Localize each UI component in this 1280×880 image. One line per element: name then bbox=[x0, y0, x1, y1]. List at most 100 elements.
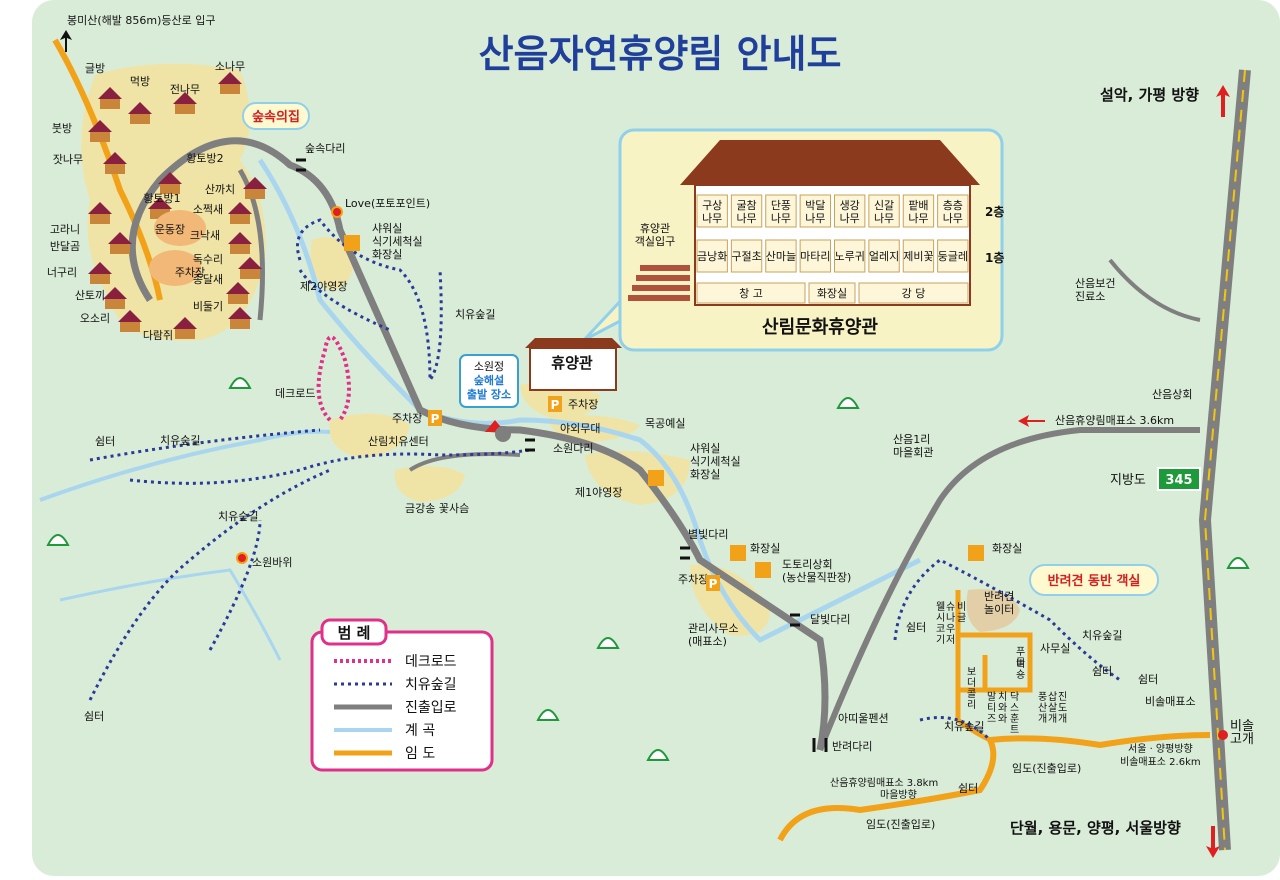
cabin-roof-icon bbox=[238, 257, 262, 269]
parking-icon-2-glyph: P bbox=[551, 398, 560, 412]
floor2-room bbox=[937, 194, 969, 228]
cabin-label: 황토방2 bbox=[186, 152, 223, 165]
facility-icons bbox=[236, 206, 1228, 740]
cabin-body bbox=[175, 104, 195, 114]
place-label-forest-road2: 임도(진출입로) bbox=[866, 818, 935, 831]
map-title: 산음자연휴양림 안내도 bbox=[479, 32, 842, 76]
place-label-woodcraft: 목공예실 bbox=[645, 417, 685, 430]
place-label-forest-road1: 임도(진출입로) bbox=[1012, 762, 1081, 775]
start-place-label: 출발 장소 bbox=[467, 387, 511, 401]
field-area bbox=[154, 210, 206, 246]
pine-area bbox=[394, 466, 465, 502]
pet-rooms-callout bbox=[1029, 564, 1159, 596]
clinic-road bbox=[1108, 258, 1201, 322]
cabin-roof-icon bbox=[158, 172, 182, 184]
place-label-outdoor-stage: 야외무대 bbox=[560, 422, 600, 435]
building-name: 산림문화휴양관 bbox=[762, 317, 878, 338]
route-sign bbox=[1157, 467, 1201, 491]
place-label-toilet2: 화장실 bbox=[992, 542, 1022, 555]
place-label-office2: 사무실 bbox=[1040, 642, 1070, 655]
cabin-body bbox=[105, 299, 125, 309]
place-label-healing-center: 산림치유센터 bbox=[368, 435, 429, 448]
cabin-body bbox=[90, 132, 110, 142]
parking-icon-3-glyph: P bbox=[709, 577, 718, 591]
stream-main bbox=[257, 158, 922, 644]
place-label-healing-trail1: 치유숲길 bbox=[455, 308, 495, 321]
cabin-body bbox=[230, 319, 250, 329]
legend-title-box bbox=[320, 618, 388, 646]
bridge-starlight-icon bbox=[680, 546, 690, 560]
bisol-distance-label: 비솔매표소 2.6km bbox=[1120, 756, 1201, 768]
floor2-label: 2층 bbox=[985, 204, 1004, 219]
place-label-healing-trail3: 치유숲길 bbox=[218, 510, 258, 523]
place-label-store-village: 산음상회 bbox=[1152, 388, 1192, 401]
floor1-room-label: 구절초 bbox=[731, 250, 761, 263]
cabin-label: 산까치 bbox=[205, 183, 235, 196]
floor2-room bbox=[765, 194, 797, 228]
building-stairs bbox=[628, 265, 690, 301]
wish-rock-icon bbox=[236, 552, 248, 564]
place-label-deck-road: 데크로드 bbox=[275, 387, 315, 400]
floor1-room bbox=[730, 239, 763, 273]
hyuyanggwan-building bbox=[525, 338, 622, 391]
cabin-body bbox=[105, 164, 125, 174]
place-label-bridge-forest: 숲속다리 bbox=[305, 142, 345, 155]
cabin-label: 글방 bbox=[85, 62, 105, 75]
place-label-parking2: 주차장 bbox=[568, 398, 598, 411]
cabin-label: 운동장 bbox=[155, 223, 185, 236]
legend-item-label: 치유숲길 bbox=[405, 677, 457, 693]
cabin-label: 크낙새 bbox=[190, 229, 220, 242]
place-label-shelter5: 쉼터 bbox=[1138, 673, 1158, 686]
bridge-icons bbox=[296, 158, 828, 752]
legend-item-label: 데크로드 bbox=[405, 654, 457, 670]
cabin-label: 먹방 bbox=[130, 75, 150, 88]
place-label-shelter1: 쉼터 bbox=[95, 435, 115, 448]
place-label-shelter3: 쉼터 bbox=[906, 621, 926, 634]
left-arrow-icon bbox=[1018, 415, 1045, 427]
cabin-label: 고라니 bbox=[50, 223, 80, 236]
pet-rooms-label: 반려견 동반 객실 bbox=[1048, 573, 1141, 589]
forest-road-south bbox=[777, 732, 1211, 842]
parking-icon-3 bbox=[706, 575, 720, 591]
place-label-shelter6: 쉼터 bbox=[958, 782, 978, 795]
toilet-icon-1 bbox=[730, 545, 746, 561]
cabin-body bbox=[160, 184, 180, 194]
place-label-starlight-bridge: 별빛다리 bbox=[688, 528, 728, 541]
place-label-office: 관리사무소(매표소) bbox=[688, 622, 739, 648]
floor2-room bbox=[696, 194, 728, 228]
down-arrow-icon bbox=[1206, 826, 1220, 858]
place-label-bisol-shop: 비솔매표소 bbox=[1145, 695, 1196, 708]
floor1-room bbox=[868, 239, 900, 273]
cabin-label: 산토끼 bbox=[75, 289, 105, 302]
cabin-roof-icon bbox=[226, 282, 250, 294]
cabin-roof-icon bbox=[128, 102, 152, 114]
place-label-parking3: 주차장 bbox=[678, 573, 708, 586]
place-label-healing-trail2: 치유숲길 bbox=[160, 434, 200, 447]
floor1-room-label: 노루귀 bbox=[835, 250, 865, 263]
bottom-right-direction: 단월, 용문, 양평, 서울방향 bbox=[1010, 819, 1181, 837]
provincial-road-center bbox=[1203, 69, 1246, 851]
cabin-roof-icon bbox=[88, 262, 112, 274]
cabin-body bbox=[220, 84, 240, 94]
tree-icon bbox=[46, 534, 70, 546]
tree-icon bbox=[228, 377, 252, 389]
healing-trail-north bbox=[296, 218, 443, 385]
cabin-roof-icon bbox=[88, 202, 112, 214]
ground-room bbox=[808, 282, 856, 304]
ground-room-label: 강 당 bbox=[902, 287, 926, 300]
bridge-sowon-icon bbox=[525, 438, 535, 452]
cabin-body bbox=[228, 294, 248, 304]
place-label-sowon-rock: 소원바위 bbox=[252, 556, 292, 569]
